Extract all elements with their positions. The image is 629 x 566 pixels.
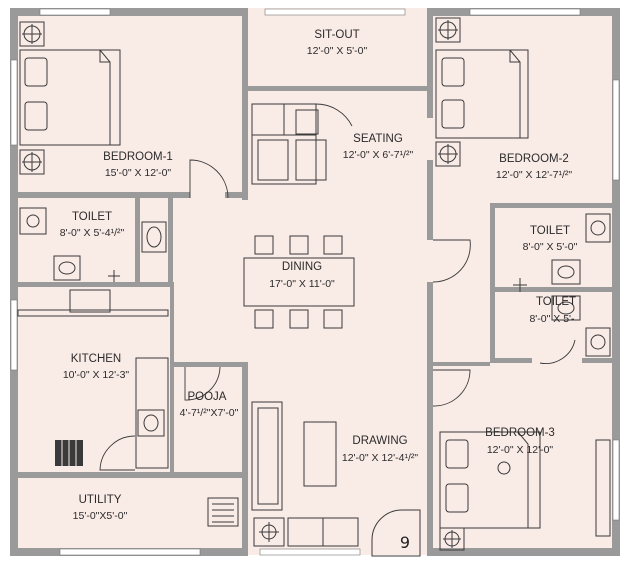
room-dims-bedroom-3: 12'-0" X 12'-0" [487,444,554,456]
dining-table [243,235,355,329]
bedroom-3-bed [439,431,541,551]
room-name-sitout: SIT-OUT [314,29,359,41]
room-dims-toilet-2: 8'-0" X 5'-0" [523,241,578,253]
room-dims-drawing: 12'-0" X 12'-4¹/²" [342,452,419,464]
toilet-1-fixtures [19,207,167,282]
room-dims-seating: 12'-0" X 6'-7¹/²" [343,149,414,161]
seating-sofa [251,103,327,185]
room-name-bedroom-3: BEDROOM-3 [485,427,555,439]
room-dims-bedroom-1: 15'-0" X 12'-0" [105,167,172,179]
room-name-toilet-2: TOILET [530,225,570,237]
room-name-toilet-1: TOILET [72,211,112,223]
unit-badge: 9 [400,533,410,552]
room-name-drawing: DRAWING [352,435,407,447]
bedroom-1-side-tables [19,21,45,175]
toilet-3-fixtures [551,295,611,357]
drawing-sofa [251,401,359,547]
room-dims-kitchen: 10'-0" X 12'-3" [63,369,130,381]
room-name-bedroom-1: BEDROOM-1 [103,151,173,163]
room-name-bedroom-2: BEDROOM-2 [499,153,569,165]
room-name-kitchen: KITCHEN [71,353,121,365]
room-dims-utility: 15'-0"X5'-0" [73,510,128,522]
bedroom-2-bed [435,49,529,139]
room-dims-dining: 17'-0" X 11'-0" [269,278,335,290]
room-dims-toilet-1: 8'-0" X 5'-4¹/²" [60,227,125,239]
outside-area [0,555,629,566]
room-dims-pooja: 4'-7¹/²"X7'-0" [180,407,239,419]
room-name-utility: UTILITY [79,494,122,506]
room-name-pooja: POOJA [188,391,227,403]
room-name-toilet-3: TOILET [536,296,576,308]
room-name-dining: DINING [282,261,322,273]
utility-appliance [207,497,239,527]
room-dims-bedroom-2: 12'-0" X 12'-7¹/²" [496,169,573,181]
toilet-2-fixtures [513,213,611,292]
room-dims-sitout: 12'-0" X 5'-0" [307,45,368,57]
bedroom-1-bed [19,49,121,146]
kitchen-counter [17,289,169,469]
room-dims-toilet-3: 8'-0" X 5'- [529,313,575,325]
bedroom-2-side-tables [435,17,461,167]
bedroom-3-wardrobe [595,439,611,537]
room-name-seating: SEATING [353,133,403,145]
door-swings [99,103,576,471]
unit-badge-shape [371,509,421,557]
windows [10,8,620,556]
